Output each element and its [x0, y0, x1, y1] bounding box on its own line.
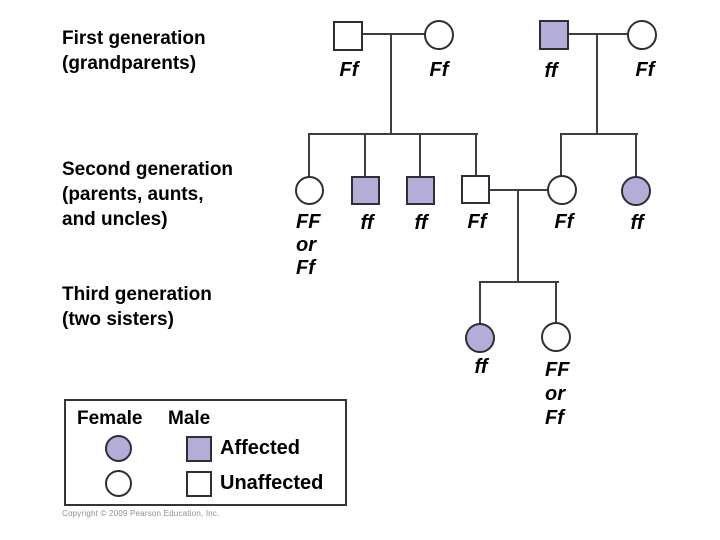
legend-male-label: Male	[168, 408, 211, 429]
second-generation-label: Second generation (parents, aunts, and u…	[62, 159, 234, 230]
gen2-genotype-2: ff	[360, 212, 374, 234]
gen1-genotype-1: Ff	[339, 59, 359, 81]
gen1-couple1-descent-line	[390, 35, 392, 134]
gen1-male-unaffected-square	[333, 21, 363, 51]
gen1-female-unaffected-circle-2	[627, 20, 657, 50]
gen2-female-unaffected-circle-2	[547, 175, 577, 205]
gen3-female-unaffected-circle	[541, 322, 571, 352]
legend-unaffected-female-circle	[105, 470, 132, 497]
gen2-marriage-line	[490, 189, 548, 191]
gen3-drop-sister1	[479, 283, 481, 324]
gen1-couple2-descent-line	[596, 35, 598, 134]
legend-affected-label: Affected	[220, 437, 301, 459]
legend-female-label: Female	[77, 408, 143, 429]
first-generation-label: First generation (grandparents)	[62, 28, 206, 74]
gen2-male-affected-square-1	[351, 176, 380, 205]
gen2-male-unaffected-square	[461, 175, 490, 204]
gen1-couple1-marriage-line	[363, 33, 425, 35]
gen2-female-affected-circle	[621, 176, 651, 206]
gen2-drop-child6	[635, 135, 637, 177]
gen2-female-unaffected-circle	[295, 176, 324, 205]
gen3-sibship-bar	[479, 281, 559, 283]
gen1-female-unaffected-circle	[424, 20, 454, 50]
gen1-genotype-3: ff	[544, 60, 558, 82]
copyright-text: Copyright © 2009 Pearson Education, Inc.	[62, 509, 220, 518]
gen3-genotype-1: ff	[474, 356, 488, 378]
gen2-sibship-bar-left	[308, 133, 478, 135]
legend-affected-male-square	[186, 436, 212, 462]
gen3-drop-sister2	[555, 283, 557, 323]
gen1-couple2-marriage-line	[569, 33, 629, 35]
gen2-drop-child2	[364, 135, 366, 177]
legend-unaffected-male-square	[186, 471, 212, 497]
gen2-genotype-1: FF or Ff	[296, 211, 321, 279]
gen3-genotype-2: FF or Ff	[545, 359, 570, 429]
legend-affected-female-circle	[105, 435, 132, 462]
gen1-male-affected-square	[539, 20, 569, 50]
gen2-male-affected-square-2	[406, 176, 435, 205]
gen1-genotype-4: Ff	[635, 59, 655, 81]
gen2-sibship-bar-right	[560, 133, 638, 135]
gen2-genotype-3: ff	[414, 212, 428, 234]
gen2-genotype-4: Ff	[467, 211, 487, 233]
legend-unaffected-label: Unaffected	[220, 472, 324, 494]
gen2-drop-child4	[475, 135, 477, 176]
gen3-female-affected-circle	[465, 323, 495, 353]
gen2-genotype-5: Ff	[554, 211, 574, 233]
gen1-genotype-2: Ff	[429, 59, 449, 81]
third-generation-label: Third generation (two sisters)	[62, 284, 212, 330]
gen2-genotype-6: ff	[630, 212, 644, 234]
gen2-drop-child3	[419, 135, 421, 177]
gen2-drop-child5	[560, 135, 562, 176]
gen2-drop-child1	[308, 135, 310, 177]
gen2-descent-line	[517, 191, 519, 282]
